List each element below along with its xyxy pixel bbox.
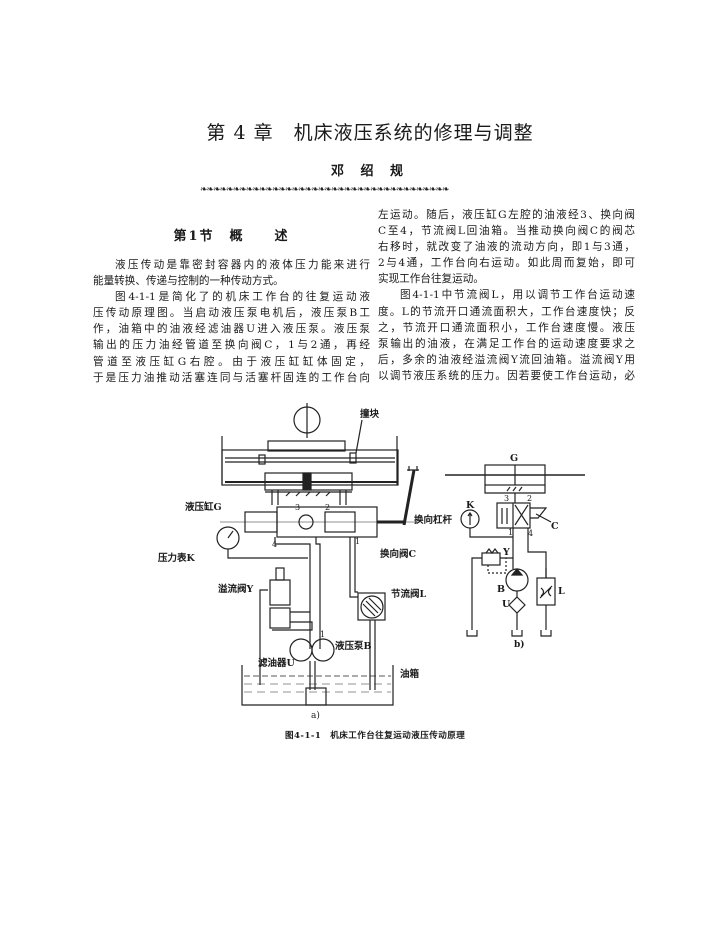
text-line: 于是压力油推动活塞连同与活塞杆固连的工作台向	[93, 371, 370, 384]
label-b-G: G	[510, 453, 519, 464]
text-line: 液压传动是靠密封容器内的液体压力能来进行	[115, 259, 370, 271]
dog-left	[258, 454, 266, 465]
label-b-C: C	[551, 521, 559, 532]
label-b-Y: Y	[503, 547, 510, 558]
left-column-text: 液压传动是靠密封容器内的液体压力能来进行能量转换、传递与控制的一种传动方式。图4…	[93, 257, 370, 386]
label-relief: 溢流阀Y	[218, 584, 254, 595]
label-lever: 换向杠杆	[414, 515, 453, 526]
relief-valve	[269, 579, 291, 606]
b-port-4: 4	[528, 529, 534, 538]
label-filter: 滤油器U	[258, 658, 295, 669]
dog-right	[349, 452, 357, 464]
figure-caption: 图4-1-1 机床工作台往复运动液压传动原理	[285, 731, 466, 741]
text-line: 泵输出的油液，在满足工作台的运动速度要求之	[378, 337, 635, 350]
label-cylinder: 液压缸G	[185, 502, 222, 513]
b-port-1: 1	[508, 528, 514, 537]
text-line: 实现工作台往复运动。	[378, 273, 484, 286]
label-valve: 换向阀C	[380, 549, 417, 560]
port-4: 4	[272, 540, 278, 549]
throttle-valve	[357, 592, 386, 621]
diagram-a-drawing	[216, 403, 420, 706]
port-2: 2	[325, 503, 331, 512]
relief-symbol	[481, 552, 501, 566]
text-line: 2与4通，工作台向右运动。如此周而复始，即可	[378, 257, 635, 270]
port-1: 1	[355, 537, 361, 546]
pump-port-1: 1	[320, 630, 326, 639]
pump-gear-right	[311, 638, 335, 662]
text-line: 度。L的节流开口通流面积大，工作台速度快；反	[378, 305, 635, 318]
table-top	[267, 440, 346, 452]
ornament-divider: ❧❧❧❧❧❧❧❧❧❧❧❧❧❧❧❧❧❧❧❧❧❧❧❧❧❧❧❧❧❧❧❧❧❧❧❧❧❧	[200, 185, 450, 193]
text-line: 后，多余的油液经溢流阀Y流回油箱。溢流阀Y用	[378, 353, 635, 366]
text-line: 压传动原理图。当启动液压泵电机后，液压泵B工	[93, 307, 370, 320]
label-throttle: 节流阀L	[391, 589, 427, 600]
text-line: 之，节流开口通流面积小，工作台速度慢。液压	[378, 321, 635, 334]
text-line: 左运动。随后，液压缸G左腔的油液经3、换向阀	[378, 209, 635, 221]
text-line: C至4，节流阀L回油箱。当推动换向阀C的阀芯	[378, 225, 635, 238]
label-pump: 液压泵B	[335, 641, 372, 652]
diagram-b-drawing	[445, 464, 585, 637]
b-port-2: 2	[527, 494, 533, 503]
author: 邓 绍 规	[330, 164, 410, 179]
text-line: 输出的压力油经管道至换向阀C，1与2通，再经	[93, 339, 370, 352]
b-port-3: 3	[504, 494, 510, 503]
filter	[305, 687, 327, 706]
label-dog: 撞块	[360, 409, 380, 420]
section-heading: 第1节 概 述	[173, 229, 290, 244]
text-line: 图4-1-1中节流阀L，用以调节工作台运动速	[400, 289, 635, 302]
sublabel-a: a)	[311, 711, 320, 721]
label-gauge: 压力表K	[158, 553, 195, 564]
label-b-K: K	[466, 500, 475, 511]
label-b-U: U	[502, 599, 511, 610]
text-line: 能量转换、传递与控制的一种传动方式。	[93, 275, 284, 288]
label-b-L: L	[558, 586, 565, 597]
text-line: 图4-1-1是简化了的机床工作台的往复运动液	[115, 291, 370, 304]
right-column-text: 左运动。随后，液压缸G左腔的油液经3、换向阀 C至4，节流阀L回油箱。当推动换向阀…	[378, 207, 635, 384]
sublabel-b: b)	[514, 640, 525, 650]
text-line: 以调节液压系统的压力。因若要使工作台运动，必	[378, 369, 635, 382]
text-line: 作，油箱中的油液经滤油器U进入液压泵。液压泵	[93, 323, 370, 336]
text-line: 管道至液压缸G右腔。由于液压缸缸体固定，	[93, 355, 370, 368]
filter-symbol	[508, 591, 526, 630]
chapter-title: 第 4 章 机床液压系统的修理与调整	[206, 122, 534, 144]
text-line: 右移时，就改变了油液的流动方向，即1与3通，	[378, 241, 635, 254]
lever	[402, 469, 416, 526]
label-tank: 油箱	[400, 669, 420, 680]
label-b-B: B	[497, 584, 506, 595]
port-3: 3	[295, 503, 301, 512]
